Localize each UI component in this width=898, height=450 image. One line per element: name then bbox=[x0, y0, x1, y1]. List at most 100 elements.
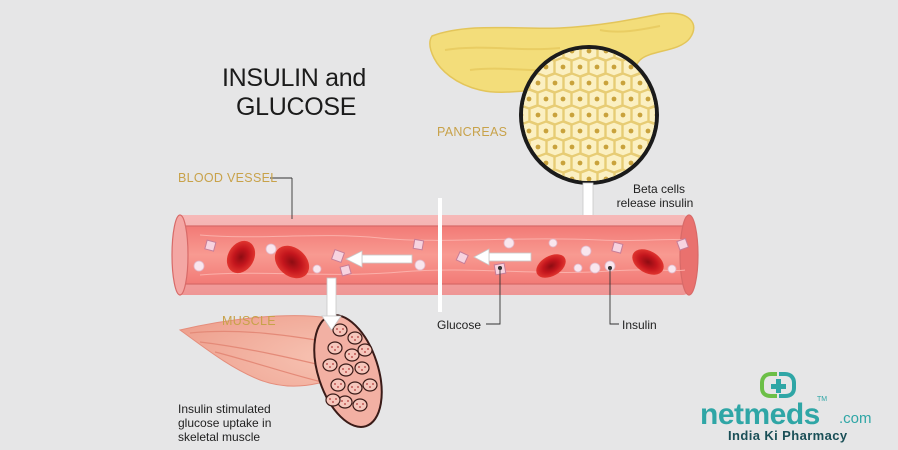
muscle-fiber-dot bbox=[340, 383, 342, 385]
beta-cell-nucleus bbox=[611, 128, 617, 134]
muscle-fiber-dot bbox=[358, 366, 360, 368]
muscle-fiber-dot bbox=[367, 348, 369, 350]
beta-cell bbox=[648, 105, 655, 125]
brand-tagline: India Ki Pharmacy bbox=[728, 428, 848, 443]
beta-cell-nucleus bbox=[560, 128, 566, 134]
red-blood-cells bbox=[226, 240, 664, 279]
beta-cell-nucleus bbox=[594, 128, 600, 134]
beta-cell-nucleus bbox=[603, 112, 609, 118]
muscle-fiber-dot bbox=[351, 386, 353, 388]
muscle-fiber-dot bbox=[337, 346, 339, 348]
muscle-fiber-dot bbox=[339, 331, 341, 333]
muscle-fiber-dot bbox=[337, 386, 339, 388]
muscle-fiber bbox=[322, 358, 338, 372]
insulin-particles bbox=[193, 237, 677, 274]
muscle-fiber-dot bbox=[329, 366, 331, 368]
beta-cell bbox=[657, 90, 673, 108]
muscle-fiber-dot bbox=[332, 401, 334, 403]
muscle-fiber-dot bbox=[372, 383, 374, 385]
muscle-fiber-dot bbox=[347, 400, 349, 402]
beta-cell-nucleus bbox=[663, 97, 668, 102]
beta-cell-nucleus bbox=[663, 65, 668, 70]
muscle-fiber-dot bbox=[335, 398, 337, 400]
beta-cell-nucleus bbox=[645, 160, 651, 166]
muscle-fiber-dot bbox=[331, 346, 333, 348]
diagram-title: INSULIN and GLUCOSE bbox=[222, 64, 382, 122]
muscle-fiber-dot bbox=[348, 368, 350, 370]
beta-cell-nucleus bbox=[535, 176, 541, 181]
beta-cell-nucleus bbox=[535, 80, 541, 86]
beta-cell-nucleus bbox=[577, 96, 583, 102]
beta-cell-nucleus bbox=[577, 160, 583, 166]
muscle-fiber bbox=[347, 331, 363, 345]
beta-cell-nucleus bbox=[645, 96, 651, 102]
flow-arrows bbox=[321, 248, 532, 331]
muscle-label: MUSCLE bbox=[222, 314, 276, 328]
brand-trademark: TM bbox=[817, 396, 828, 403]
leader-lines bbox=[270, 177, 619, 325]
muscle-fiber-dot bbox=[351, 356, 353, 358]
muscle-fiber-dot bbox=[329, 398, 331, 400]
beta-cell-nucleus bbox=[586, 144, 592, 150]
beta-cell-nucleus bbox=[620, 144, 626, 150]
beta-cells-zoom bbox=[519, 45, 673, 185]
beta-cell-nucleus bbox=[628, 64, 634, 70]
beta-cell-nucleus bbox=[586, 49, 592, 54]
muscle-uptake-label: Insulin stimulated glucose uptake in ske… bbox=[178, 402, 271, 444]
muscle-fiber-dot bbox=[332, 363, 334, 365]
beta-cell-nucleus bbox=[552, 144, 558, 150]
beta-cell bbox=[523, 105, 530, 125]
muscle-fiber-dot bbox=[354, 353, 356, 355]
muscle-fiber-dot bbox=[342, 328, 344, 330]
beta-cells-line-1: Beta cells bbox=[632, 182, 686, 196]
beta-cell-nucleus bbox=[523, 144, 524, 150]
beta-cell-nucleus bbox=[603, 80, 609, 86]
beta-cell-nucleus bbox=[637, 176, 643, 181]
muscle-fiber-dot bbox=[344, 403, 346, 405]
muscle-fiber bbox=[325, 393, 341, 407]
beta-cell-nucleus bbox=[594, 96, 600, 102]
beta-cell-nucleus bbox=[620, 112, 626, 118]
muscle-fiber bbox=[332, 323, 348, 337]
muscle-fiber bbox=[347, 381, 363, 395]
beta-cell-nucleus bbox=[594, 160, 600, 166]
muscle-fiber-dot bbox=[362, 403, 364, 405]
muscle-fiber bbox=[330, 378, 346, 392]
beta-cell-nucleus bbox=[586, 176, 592, 181]
muscle-fiber-dot bbox=[341, 400, 343, 402]
beta-cell-nucleus bbox=[560, 64, 566, 70]
beta-cell bbox=[657, 122, 673, 140]
netmeds-logo-mark bbox=[760, 372, 796, 398]
muscle-bundle bbox=[178, 314, 383, 428]
muscle-fiber bbox=[344, 348, 360, 362]
muscle-fiber-dot bbox=[366, 383, 368, 385]
beta-cell-nucleus bbox=[645, 64, 651, 70]
muscle-fiber-dot bbox=[361, 369, 363, 371]
muscle-fiber-dot bbox=[354, 339, 356, 341]
beta-cell-nucleus bbox=[611, 96, 617, 102]
muscle-fiber-dot bbox=[364, 351, 366, 353]
blood-vessel-label: BLOOD VESSEL bbox=[178, 171, 278, 185]
glucose-label: Glucose bbox=[437, 318, 482, 332]
beta-cell-nucleus bbox=[552, 80, 558, 86]
muscle-fiber-dot bbox=[364, 366, 366, 368]
beta-cell bbox=[657, 154, 673, 172]
muscle-uptake-line-2: glucose uptake in bbox=[178, 416, 272, 430]
muscle-fiber-dot bbox=[354, 389, 356, 391]
beta-cell-nucleus bbox=[603, 144, 609, 150]
beta-cell-nucleus bbox=[526, 160, 532, 166]
muscle-uptake-line-3: skeletal muscle bbox=[178, 430, 261, 444]
beta-cells-label: Beta cells release insulin bbox=[614, 182, 704, 210]
beta-cell-nucleus bbox=[663, 161, 668, 166]
muscle-fiber bbox=[352, 398, 368, 412]
beta-cell-nucleus bbox=[543, 96, 549, 102]
beta-cell-nucleus bbox=[654, 176, 655, 181]
beta-cell-nucleus bbox=[560, 96, 566, 102]
muscle-uptake-line-1: Insulin stimulated bbox=[178, 402, 271, 416]
beta-cell-nucleus bbox=[523, 176, 524, 181]
muscle-fiber-dot bbox=[369, 386, 371, 388]
muscle-fiber-dot bbox=[342, 368, 344, 370]
beta-cell-nucleus bbox=[594, 64, 600, 70]
beta-cell-nucleus bbox=[620, 176, 626, 181]
